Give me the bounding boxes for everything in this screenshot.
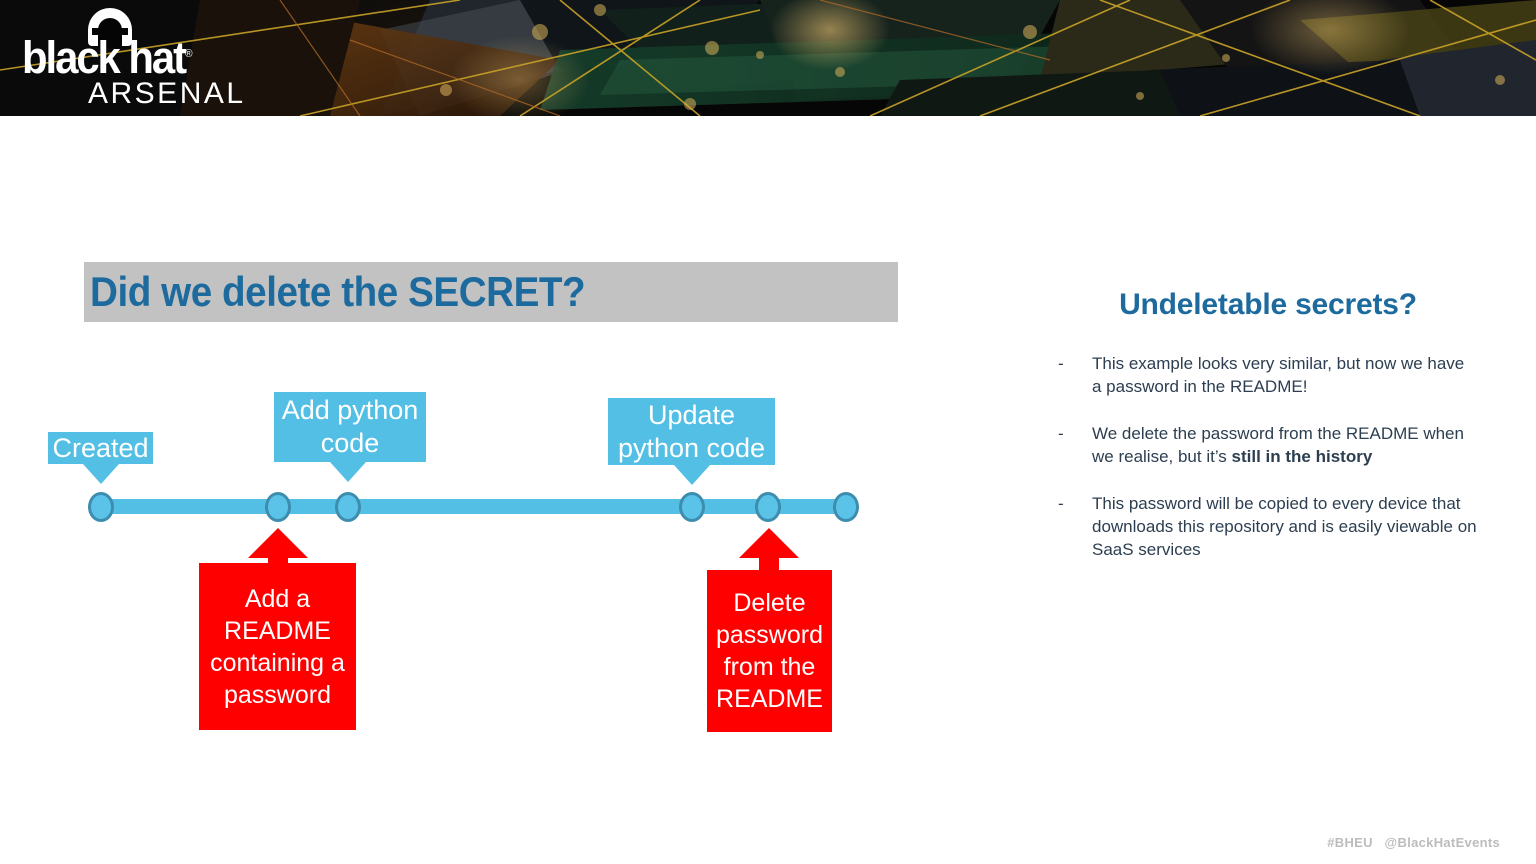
timeline-node-4[interactable]: [679, 492, 705, 522]
bullet-marker: -: [1058, 354, 1064, 373]
header-background-art: [0, 0, 1536, 116]
timeline-node-5[interactable]: [755, 492, 781, 522]
red-arrow-add-readme-head: [248, 528, 308, 558]
brand-wordmark-text: black hat: [22, 32, 187, 83]
red-arrow-delete-password-head: [739, 528, 799, 558]
black-hat-head-icon: [88, 8, 132, 48]
timeline-label-add-python-code-pointer: [330, 462, 366, 482]
timeline-axis-line: [98, 499, 848, 514]
list-item: - This example looks very similar, but n…: [1058, 352, 1478, 398]
timeline-note-delete-password[interactable]: Delete password from the README: [707, 570, 832, 732]
brand-wordmark: black hat®: [22, 30, 245, 82]
timeline-label-update-python-code-text: Update python code: [617, 399, 766, 463]
bullet-text-1: This example looks very similar, but now…: [1092, 354, 1465, 396]
right-panel: Undeletable secrets? - This example look…: [1058, 286, 1478, 585]
brand-subtitle: ARSENAL: [88, 77, 246, 110]
right-panel-heading: Undeletable secrets?: [1119, 288, 1417, 321]
timeline-label-created-text: Created: [52, 432, 149, 463]
timeline-label-add-python-code-text: Add python code: [281, 395, 419, 458]
timeline-node-6[interactable]: [833, 492, 859, 522]
red-arrow-delete-password: [739, 528, 799, 576]
timeline-note-add-readme-text: Add a README containing a password: [210, 584, 345, 709]
bullet-text-2: We delete the password from the README w…: [1092, 424, 1464, 466]
timeline-node-1[interactable]: [88, 492, 114, 522]
timeline-label-update-python-code[interactable]: Update python code: [608, 398, 775, 465]
list-item: - We delete the password from the README…: [1058, 422, 1478, 468]
timeline-note-delete-password-text: Delete password from the README: [716, 589, 823, 713]
timeline-node-2[interactable]: [265, 492, 291, 522]
timeline-label-add-python-code[interactable]: Add python code: [274, 392, 426, 462]
timeline-node-3[interactable]: [335, 492, 361, 522]
footer-social-handles: #BHEU @BlackHatEvents: [1327, 835, 1500, 850]
timeline-label-created-pointer: [83, 464, 119, 484]
timeline-label-update-python-code-pointer: [674, 465, 710, 485]
red-arrow-add-readme: [248, 528, 308, 571]
timeline-note-add-readme[interactable]: Add a README containing a password: [199, 563, 356, 730]
title-background-bar: [84, 262, 898, 322]
bullet-text-3: This password will be copied to every de…: [1092, 494, 1477, 559]
header-banner: black hat® ARSENAL: [0, 0, 1536, 116]
black-hat-brim-shape: [92, 28, 128, 35]
list-item: - This password will be copied to every …: [1058, 492, 1478, 561]
page-title: Did we delete the SECRET?: [90, 268, 586, 315]
bullet-marker: -: [1058, 494, 1064, 513]
timeline-diagram: Created Add python code Update python co…: [48, 392, 859, 732]
timeline-label-created[interactable]: Created: [48, 432, 153, 464]
bullet-marker: -: [1058, 424, 1064, 443]
black-hat-arsenal-logo: black hat® ARSENAL: [22, 6, 282, 110]
registered-trademark-icon: ®: [185, 48, 193, 60]
